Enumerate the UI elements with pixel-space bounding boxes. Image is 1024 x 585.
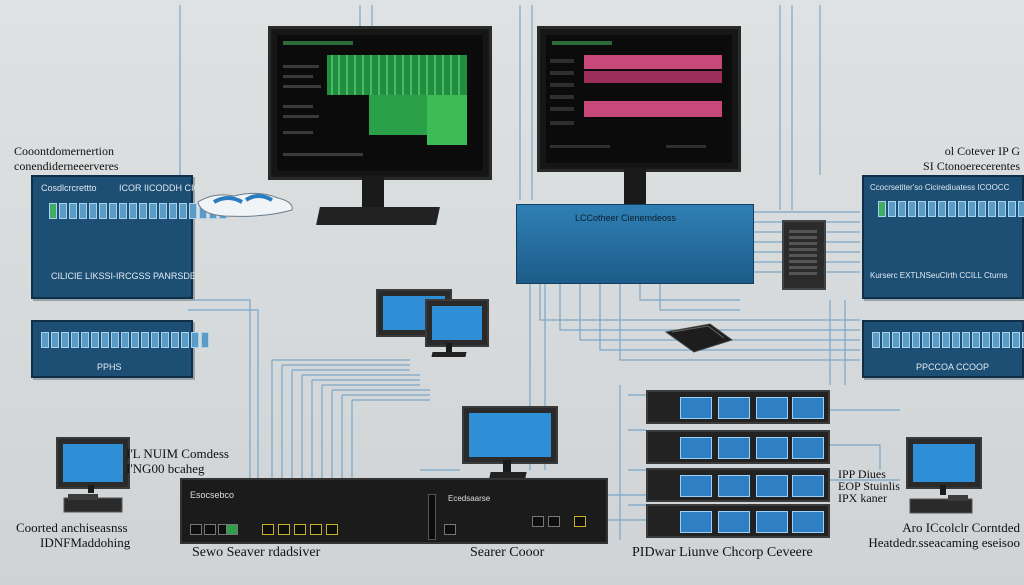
monitor-base: [316, 207, 440, 225]
monitor-base: [431, 352, 467, 357]
monitor-stand: [503, 460, 511, 472]
workstation-monitor-front: [425, 299, 489, 347]
handheld-device-icon: [664, 323, 734, 353]
panel-title-right: ICOR IICODDH CIO: [119, 183, 201, 193]
panel-cells: [878, 201, 1024, 217]
panel-cells: [872, 332, 1024, 348]
panel-cells: [41, 332, 209, 348]
monitor-screen: [277, 35, 483, 171]
label-line: Cooontdomernertion: [14, 144, 114, 158]
label-line: I'L NUIM Comdess: [126, 446, 229, 461]
right-desktop-monitor: [906, 437, 982, 489]
label-line: Heatdedr.sseacaming eseisoo: [868, 535, 1020, 550]
label-bottom-right: Aro ICcolclr Corntded Heatdedr.sseacamin…: [860, 520, 1020, 550]
center-monitor: [462, 406, 558, 464]
main-monitor-right: [537, 26, 741, 172]
label-line: IPX kaner: [838, 491, 887, 505]
left-desktop-monitor: [56, 437, 130, 489]
rack-server-unit: [646, 390, 830, 424]
rack-server-unit: [646, 468, 830, 502]
rack-server-unit: [646, 430, 830, 464]
right-monitoring-panel: Ccocrsetiter'so Cicirediuatess ICOOCC Ku…: [862, 175, 1024, 299]
label-top-right: ol Cotever IP G SI Ctonoerecerentes: [896, 144, 1020, 174]
label-bottom-left: Coorted anchiseasnss IDNFMaddohing: [16, 520, 130, 550]
left-monitoring-panel: Cosdlcrcrettto ICOR IICODDH CIO CILICIE …: [31, 175, 227, 299]
label-line: ol Cotever IP G: [944, 144, 1020, 158]
switch-label: LCCotheer Cienemdeoss: [575, 213, 677, 223]
keyboard-icon: [63, 494, 123, 513]
label-top-left: Cooontdomernertion conendiderneeerveres: [14, 144, 119, 174]
main-server-chassis: Esocsebco Ecedsaarse: [180, 478, 608, 544]
label-line: Aro ICcolclr Corntded: [902, 520, 1020, 535]
green-activity-graph: [277, 35, 477, 165]
left-status-panel: PPHS: [31, 320, 209, 378]
label-bottom-center-right: PIDwar Liunve Chcorp Ceveere: [632, 545, 813, 560]
panel-title-left: Cosdlcrcrettto: [41, 183, 97, 193]
monitor-stand: [362, 176, 384, 210]
monitor-stand: [624, 168, 646, 204]
label-line: Coorted anchiseasnss: [16, 520, 128, 535]
rack-server-unit: [646, 504, 830, 538]
label-line: I'NG00 bcaheg: [126, 461, 205, 476]
label-line: EOP Stuinlis: [838, 479, 900, 493]
main-monitor-left: [268, 26, 492, 180]
server-label: Esocsebco: [190, 490, 235, 500]
monitor-screen: [546, 35, 732, 163]
server-badge: Ecedsaarse: [448, 494, 491, 503]
label-line: conendiderneeerveres: [14, 159, 119, 173]
label-bottom-center: Searer Cooor: [470, 545, 545, 560]
monitor-stand: [940, 485, 946, 495]
label-right-mid: IPP Diues EOP Stuinlis IPX kaner: [838, 468, 900, 504]
label-bottom-center-left: Sewo Seaver rdadsiver: [192, 545, 321, 560]
panel-footer: PPHS: [97, 362, 122, 372]
panel-footer: PPCCOA CCOOP: [916, 362, 990, 372]
label-line: SI Ctonoerecerentes: [923, 159, 1020, 173]
right-status-panel: PPCCOA CCOOP: [862, 320, 1024, 378]
label-line: IDNFMaddohing: [40, 535, 131, 550]
keyboard-icon: [909, 495, 973, 514]
monitor-stand: [88, 485, 94, 493]
tower-server: [782, 220, 826, 290]
panel-footer: Kurserc EXTLNSeuCIrth CCILL Cturns: [870, 271, 1008, 280]
panel-footer: CILICIE LIKSSI-IRCGSS PANRSDE: [51, 271, 196, 281]
network-switch: LCCotheer Cienemdeoss: [516, 204, 754, 284]
label-mid-left: I'L NUIM Comdess I'NG00 bcaheg: [126, 446, 229, 476]
panel-title: Ccocrsetiter'so Cicirediuatess ICOOCC: [870, 183, 1010, 192]
monitor-stand: [446, 343, 452, 353]
keyboard-mouse-icon: [197, 192, 293, 217]
label-line: IPP Diues: [838, 467, 886, 481]
pink-activity-graph: [546, 35, 726, 157]
